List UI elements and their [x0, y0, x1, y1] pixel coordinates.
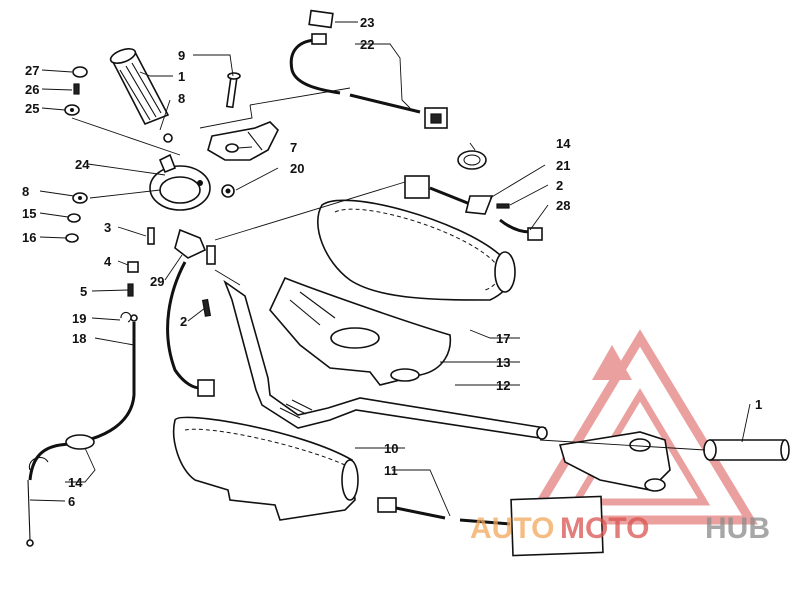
- wire-harness-22: [289, 9, 448, 129]
- callout-2-mid: 2: [180, 314, 187, 329]
- callout-27: 27: [25, 63, 39, 78]
- watermark-logo: [522, 329, 758, 525]
- assembly-guide-lines: [71, 87, 706, 451]
- watermark-auto: AUTO: [470, 512, 554, 545]
- callout-29: 29: [150, 274, 164, 289]
- callout-4: 4: [104, 254, 112, 269]
- throttle-cable: [26, 311, 138, 547]
- heating-element: [510, 495, 604, 557]
- callout-26: 26: [25, 82, 39, 97]
- watermark-text: AUTO MOTO HUB: [470, 512, 770, 545]
- bolt-9: [225, 72, 241, 109]
- callout-19: 19: [72, 311, 86, 326]
- right-switch-parts: [404, 175, 543, 241]
- callout-3: 3: [104, 220, 111, 235]
- hardware-27-26-25: [64, 66, 88, 116]
- callout-28: 28: [556, 198, 570, 213]
- switch-housing-24: [149, 133, 211, 211]
- callout-21: 21: [556, 158, 570, 173]
- nut-20: [221, 184, 235, 198]
- switch-wire: [166, 261, 215, 397]
- callout-15: 15: [22, 206, 36, 221]
- callout-10: 10: [384, 441, 398, 456]
- callout-14-cable: 14: [68, 475, 83, 490]
- pad-base-13: [269, 276, 452, 386]
- lower-pad-10: [172, 416, 359, 521]
- clamp-ring-14: [457, 150, 487, 170]
- callout-8-lower: 8: [22, 184, 29, 199]
- callout-22: 22: [360, 37, 374, 52]
- throttle-bracket-7: [207, 121, 279, 161]
- callout-8-upper: 8: [178, 91, 185, 106]
- callout-2-right: 2: [556, 178, 563, 193]
- switch-internals: [127, 227, 216, 297]
- callout-1-right-grip: 1: [755, 397, 762, 412]
- callout-6: 6: [68, 494, 75, 509]
- wire-harness-11: [377, 497, 511, 526]
- handlebar-pad-17: [317, 199, 516, 301]
- callout-20: 20: [290, 161, 304, 176]
- left-grip: [109, 48, 170, 126]
- callout-labels: 23 22 9 1 27 26 25 8 7 24 20 14 21 2 28 …: [22, 15, 762, 509]
- callout-12: 12: [496, 378, 510, 393]
- callout-25: 25: [25, 101, 39, 116]
- screw-2: [201, 298, 212, 317]
- callout-1-left-grip: 1: [178, 69, 185, 84]
- callout-7: 7: [290, 140, 297, 155]
- washers-8-15-16: [65, 192, 88, 243]
- callout-leader-lines: [29, 21, 751, 517]
- watermark-moto: MOTO: [560, 512, 649, 545]
- callout-11: 11: [384, 463, 398, 478]
- callout-5: 5: [80, 284, 87, 299]
- callout-24: 24: [75, 157, 90, 172]
- right-grip: [703, 439, 790, 461]
- watermark-hub: HUB: [705, 512, 770, 545]
- callout-9: 9: [178, 48, 185, 63]
- callout-16: 16: [22, 230, 36, 245]
- callout-13: 13: [496, 355, 510, 370]
- callout-17: 17: [496, 331, 510, 346]
- callout-14-clamp: 14: [556, 136, 571, 151]
- callout-23: 23: [360, 15, 374, 30]
- handlebar-12: [223, 279, 548, 440]
- callout-18: 18: [72, 331, 86, 346]
